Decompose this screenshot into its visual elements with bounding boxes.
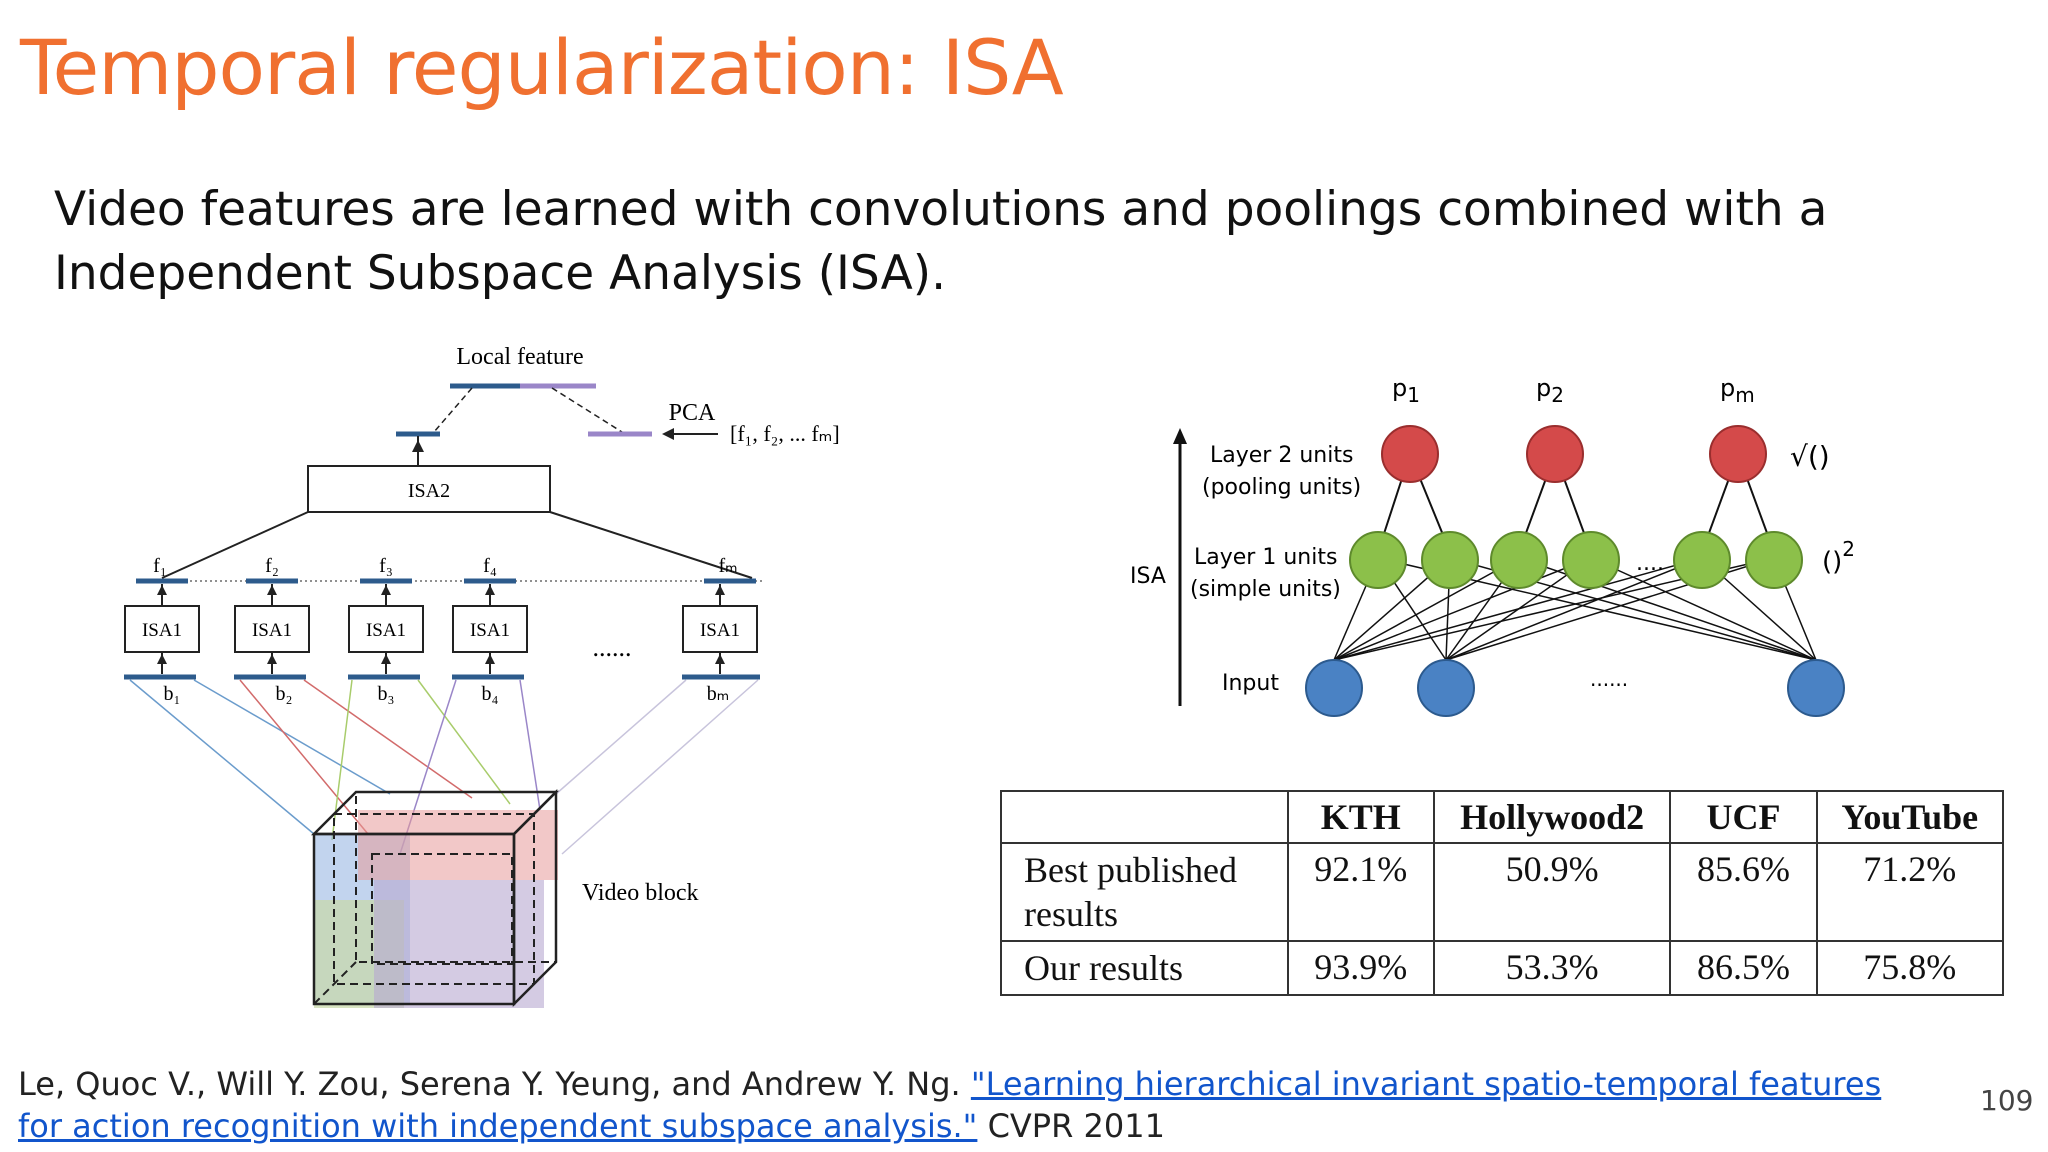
citation-authors: Le, Quoc V., Will Y. Zou, Serena Y. Yeun…	[18, 1065, 971, 1103]
svg-text:ISA1: ISA1	[700, 620, 740, 641]
svg-text:fₘ: fₘ	[718, 555, 737, 577]
isa-architecture-figure: Local feature PCA [f₁, f₂, ... fₘ] ISA2 …	[124, 344, 840, 1008]
table-cell: 75.8%	[1815, 940, 2005, 996]
simple-unit-node	[1490, 531, 1548, 589]
layer2-label: Layer 2 units	[1210, 443, 1353, 468]
table-cell: 92.1%	[1286, 842, 1435, 942]
table-row: Our results 93.9% 53.3% 86.5% 75.8%	[1000, 940, 2005, 996]
results-table: KTH Hollywood2 UCF YouTube Best publishe…	[1000, 790, 2005, 996]
column-4: f₄ ISA1 b₄	[452, 555, 528, 705]
svg-text:f₃: f₃	[379, 555, 393, 577]
paper-link[interactable]: "Learning hierarchical invariant spatio-…	[18, 1065, 1882, 1145]
simple-unit-node	[1349, 531, 1407, 589]
table-row-label: Best published results	[1000, 842, 1289, 942]
table-cell: 53.3%	[1432, 940, 1672, 996]
layer2-sub-label: (pooling units)	[1202, 475, 1361, 500]
table-header-cell: KTH	[1286, 790, 1435, 844]
svg-text:b₂: b₂	[276, 683, 293, 705]
table-header-cell: YouTube	[1815, 790, 2005, 844]
simple-unit-node	[1562, 531, 1620, 589]
dashed-link-left	[433, 387, 473, 433]
table-header-cell: Hollywood2	[1432, 790, 1672, 844]
p1-label: p1	[1392, 374, 1420, 407]
svg-text:f₂: f₂	[265, 555, 279, 577]
table-header-cell	[1000, 790, 1289, 844]
svg-text:b₁: b₁	[164, 683, 181, 705]
simple-unit-node	[1673, 531, 1731, 589]
svg-text:b₃: b₃	[378, 683, 395, 705]
table-cell: 50.9%	[1432, 842, 1672, 942]
isa1-box	[234, 605, 310, 653]
layer1-dots: ....	[1636, 551, 1664, 576]
svg-text:f₄: f₄	[483, 555, 497, 577]
isa1-box	[348, 605, 424, 653]
slide-title: Temporal regularization: ISA	[20, 23, 1064, 112]
column-m: fₘ ISA1 bₘ	[682, 555, 760, 705]
pca-arrowhead	[662, 428, 674, 440]
input-dots: ......	[1590, 667, 1628, 691]
isa2-label: ISA2	[408, 480, 450, 502]
column-2: f₂ ISA1 b₂	[234, 555, 310, 705]
citation: Le, Quoc V., Will Y. Zou, Serena Y. Yeun…	[18, 1063, 1918, 1147]
table-cell: 71.2%	[1815, 842, 2005, 942]
square-label: ()2	[1822, 537, 1855, 577]
column-1: f₁ ISA1 b₁	[124, 555, 200, 705]
citation-venue: CVPR 2011	[977, 1107, 1165, 1145]
table-cell: 85.6%	[1669, 842, 1818, 942]
pooling-unit-node	[1709, 425, 1767, 483]
p2-label: p2	[1536, 374, 1564, 407]
layer1-sub-label: (simple units)	[1190, 577, 1341, 602]
pooling-unit-node	[1381, 425, 1439, 483]
table-header-row: KTH Hollywood2 UCF YouTube	[1000, 790, 2005, 844]
isa1-box	[124, 605, 200, 653]
svg-text:ISA1: ISA1	[142, 620, 182, 641]
video-block-label: Video block	[582, 880, 699, 906]
isa-network-figure: ISA Layer 2 units (pooling units) Layer …	[1130, 374, 1855, 717]
input-node	[1787, 659, 1845, 717]
sqrt-label: √()	[1790, 440, 1830, 473]
column-ellipsis: ......	[593, 633, 632, 662]
svg-text:bₘ: bₘ	[707, 683, 729, 705]
layer1-label: Layer 1 units	[1194, 545, 1337, 570]
isa-label: ISA	[1130, 564, 1166, 589]
table-cell: 93.9%	[1286, 940, 1435, 996]
isa2-box	[307, 465, 551, 513]
svg-text:b₄: b₄	[482, 683, 499, 705]
pooling-unit-node	[1526, 425, 1584, 483]
body-text: Video features are learned with convolut…	[54, 182, 1828, 301]
f-vector-label: [f₁, f₂, ... fₘ]	[730, 421, 840, 446]
input-node	[1417, 659, 1475, 717]
svg-text:f₁: f₁	[153, 555, 167, 577]
dashed-link-right	[551, 387, 623, 433]
svg-text:ISA1: ISA1	[366, 620, 406, 641]
isa1-box	[682, 605, 758, 653]
table-row-label: Our results	[1000, 940, 1289, 996]
simple-unit-node	[1421, 531, 1479, 589]
page-number: 109	[1980, 1084, 2034, 1117]
simple-unit-node	[1745, 531, 1803, 589]
input-label: Input	[1222, 671, 1279, 696]
table-header-cell: UCF	[1669, 790, 1818, 844]
table-cell: 86.5%	[1669, 940, 1818, 996]
table-row: Best published results 92.1% 50.9% 85.6%…	[1000, 842, 2005, 942]
isa1-box	[452, 605, 528, 653]
video-block-cube	[310, 788, 560, 1008]
column-3: f₃ ISA1 b₃	[348, 555, 424, 705]
svg-text:ISA1: ISA1	[252, 620, 292, 641]
pca-label: PCA	[669, 400, 716, 426]
pm-label: pm	[1720, 374, 1755, 407]
input-node	[1305, 659, 1363, 717]
local-feature-label: Local feature	[456, 344, 583, 370]
cube-connections	[129, 679, 759, 855]
svg-text:ISA1: ISA1	[470, 620, 510, 641]
